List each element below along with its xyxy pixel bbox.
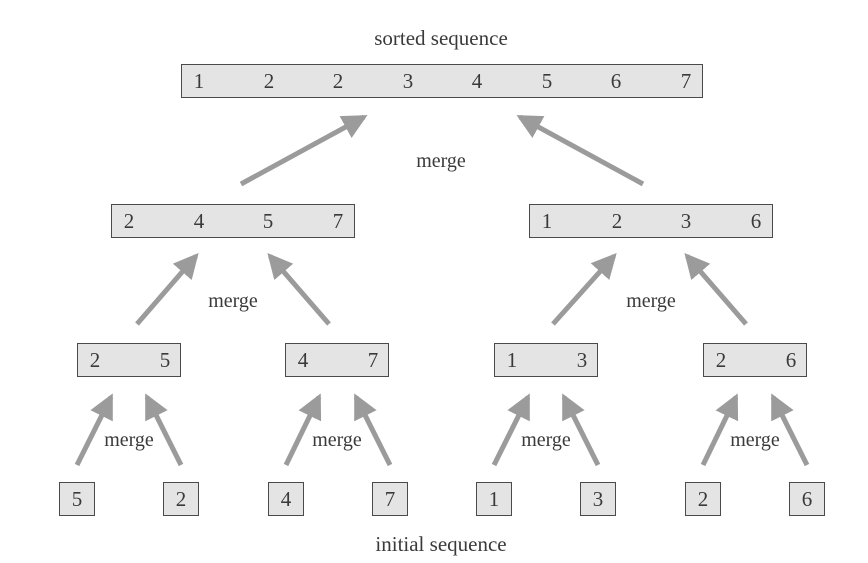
merge-label: merge xyxy=(521,429,571,451)
sorted-value: 2 xyxy=(263,69,275,93)
merged-box-left: 2 4 5 7 xyxy=(111,204,355,238)
sorted-value: 4 xyxy=(471,69,483,93)
pair-box: 2 5 xyxy=(77,343,181,377)
initial-box: 7 xyxy=(372,482,408,516)
merged-value: 1 xyxy=(541,209,553,233)
initial-box: 3 xyxy=(580,482,616,516)
sorted-value: 6 xyxy=(610,69,622,93)
merge-arrow xyxy=(491,393,531,467)
merge-arrow xyxy=(700,393,739,467)
initial-value: 4 xyxy=(280,487,292,511)
initial-value: 6 xyxy=(801,487,813,511)
merged-box-right: 1 2 3 6 xyxy=(529,204,773,238)
merge-arrow xyxy=(770,393,810,467)
sorted-value: 5 xyxy=(541,69,553,93)
merge-arrow xyxy=(144,393,184,467)
merged-value: 7 xyxy=(332,209,344,233)
merge-arrow xyxy=(551,253,617,326)
merge-arrow xyxy=(684,252,748,326)
pair-value: 2 xyxy=(715,348,727,372)
merge-arrow xyxy=(74,393,114,467)
merge-label: merge xyxy=(730,429,780,451)
merge-label: merge xyxy=(208,290,258,312)
initial-box: 2 xyxy=(163,482,199,516)
initial-value: 5 xyxy=(71,487,83,511)
merge-arrow xyxy=(267,252,331,326)
merge-label: merge xyxy=(626,290,676,312)
initial-box: 2 xyxy=(685,482,721,516)
pair-value: 7 xyxy=(367,348,379,372)
pair-value: 4 xyxy=(297,348,309,372)
merged-value: 3 xyxy=(680,209,692,233)
pair-value: 1 xyxy=(506,348,518,372)
merged-value: 4 xyxy=(193,209,205,233)
pair-value: 3 xyxy=(576,348,588,372)
sorted-sequence-title: sorted sequence xyxy=(374,26,508,50)
initial-value: 2 xyxy=(697,487,709,511)
merge-arrow xyxy=(239,114,368,187)
initial-sequence-title: initial sequence xyxy=(375,532,507,556)
initial-box: 6 xyxy=(789,482,825,516)
sorted-sequence-box: 1 2 2 3 4 5 6 7 xyxy=(181,64,703,98)
merge-arrow xyxy=(283,393,322,467)
merge-arrow xyxy=(135,252,199,326)
sorted-value: 1 xyxy=(193,69,205,93)
pair-box: 4 7 xyxy=(285,343,389,377)
sorted-value: 3 xyxy=(402,69,414,93)
pair-box: 2 6 xyxy=(703,343,807,377)
merge-arrow xyxy=(561,393,601,467)
merged-value: 5 xyxy=(262,209,274,233)
merge-label: merge xyxy=(416,150,466,172)
merge-label: merge xyxy=(104,429,154,451)
merged-value: 2 xyxy=(611,209,623,233)
initial-box: 1 xyxy=(476,482,512,516)
pair-value: 6 xyxy=(785,348,797,372)
merged-value: 2 xyxy=(123,209,135,233)
initial-box: 4 xyxy=(268,482,304,516)
sorted-value: 2 xyxy=(332,69,344,93)
initial-box: 5 xyxy=(59,482,95,516)
sorted-value: 7 xyxy=(680,69,692,93)
pair-value: 5 xyxy=(159,348,171,372)
pair-value: 2 xyxy=(89,348,101,372)
merged-value: 6 xyxy=(750,209,762,233)
merge-label: merge xyxy=(312,429,362,451)
merge-arrow xyxy=(516,114,645,187)
initial-value: 7 xyxy=(384,487,396,511)
pair-box: 1 3 xyxy=(494,343,598,377)
initial-value: 3 xyxy=(592,487,604,511)
merge-arrow xyxy=(353,393,393,467)
initial-value: 2 xyxy=(175,487,187,511)
initial-value: 1 xyxy=(488,487,500,511)
